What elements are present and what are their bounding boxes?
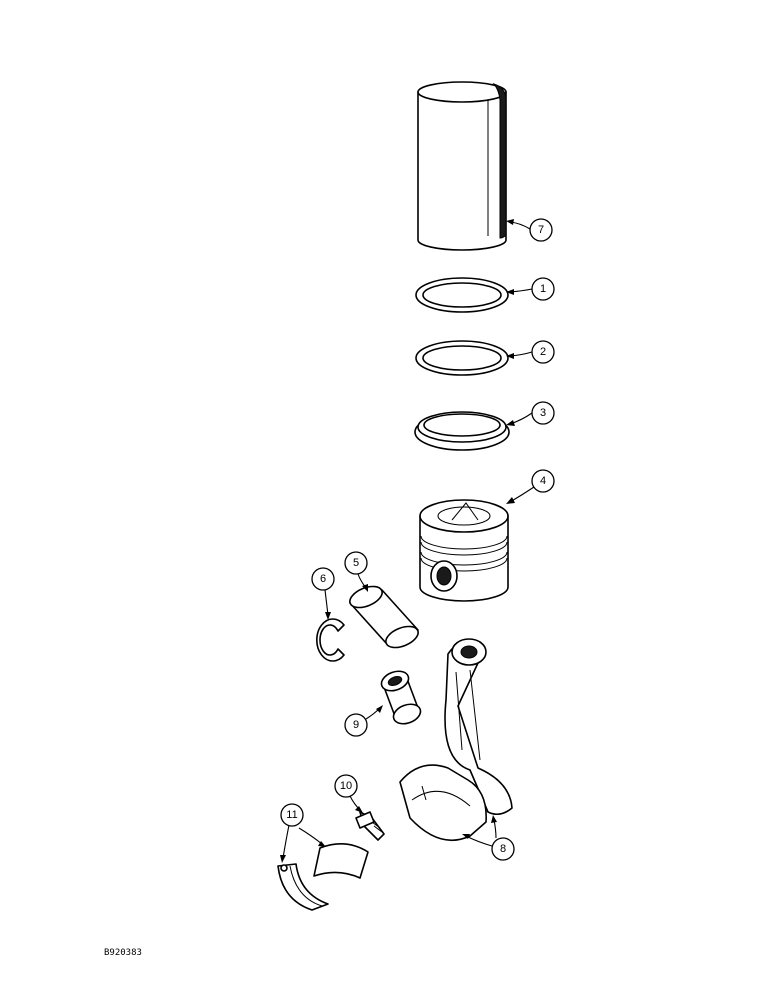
callout-1-label: 1: [540, 283, 546, 295]
part-1-ring: [415, 277, 509, 313]
callout-11: 11: [280, 803, 304, 827]
part-10-bolt: [355, 811, 385, 841]
callout-4: 4: [531, 469, 555, 493]
part-3-oil-ring: [414, 411, 510, 451]
part-8-connecting-rod: [399, 638, 513, 842]
callout-3: 3: [531, 401, 555, 425]
part-5-piston-pin: [349, 585, 419, 649]
part-4-piston: [419, 499, 509, 602]
callout-9-label: 9: [353, 719, 359, 731]
callout-11-label: 11: [286, 809, 297, 821]
callout-5-label: 5: [353, 557, 359, 569]
callout-9: 9: [344, 713, 368, 737]
part-2-ring: [415, 340, 509, 376]
callout-3-label: 3: [540, 407, 546, 419]
callout-6: 6: [311, 567, 335, 591]
callout-8: 8: [491, 837, 515, 861]
callout-5: 5: [344, 551, 368, 575]
callout-10-label: 10: [340, 780, 352, 792]
callout-7-label: 7: [538, 224, 544, 236]
callout-4-label: 4: [540, 475, 546, 487]
callout-10: 10: [334, 774, 358, 798]
part-6-retaining-clip: [316, 618, 345, 662]
leader-lines: [280, 219, 535, 863]
part-11-bearing-halves: [277, 843, 369, 911]
callout-6-label: 6: [320, 573, 326, 585]
figure-reference-number: B920383: [104, 948, 142, 958]
callout-2: 2: [531, 340, 555, 364]
callout-2-label: 2: [540, 346, 546, 358]
callout-8-label: 8: [500, 843, 506, 855]
callout-1: 1: [531, 277, 555, 301]
part-9-bushing: [380, 670, 422, 725]
callout-7: 7: [529, 218, 553, 242]
part-7-cylinder-sleeve: [417, 81, 507, 251]
